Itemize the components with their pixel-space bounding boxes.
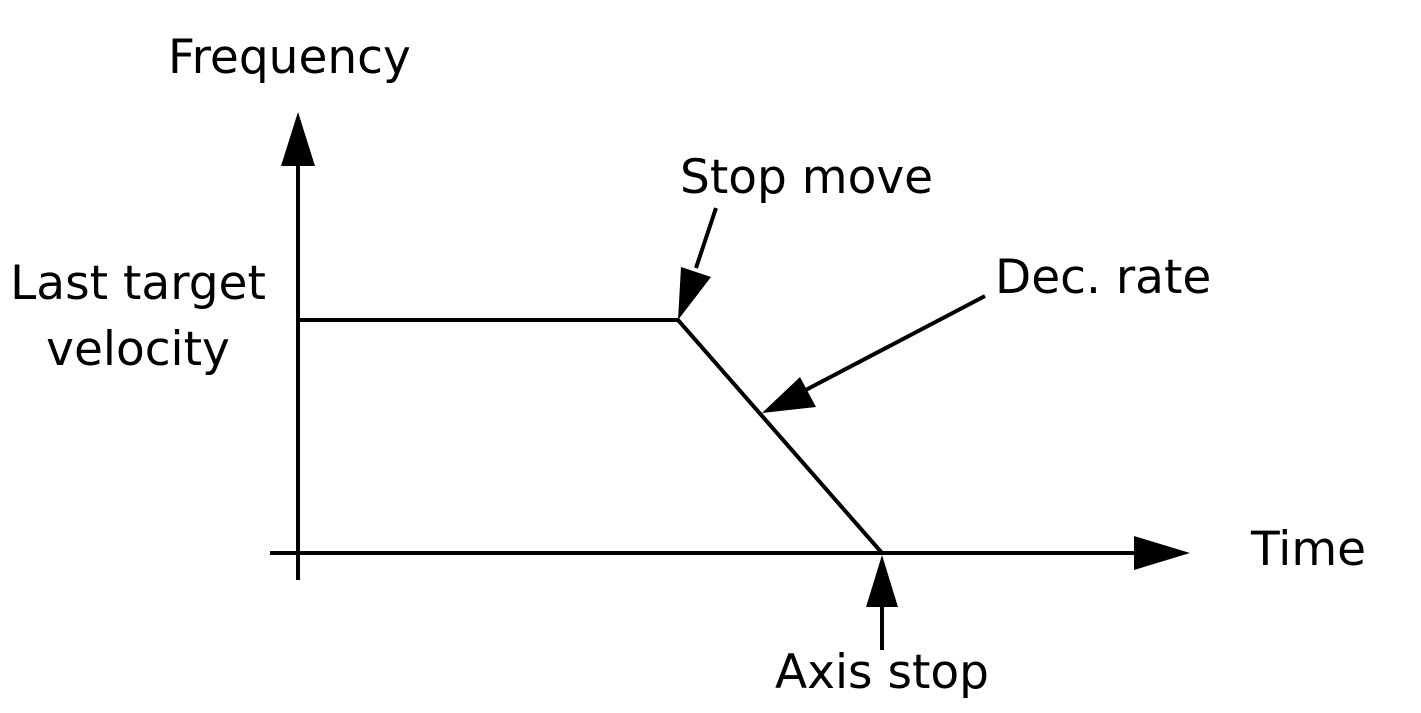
dec-rate-arrowhead <box>762 377 816 413</box>
axis-stop-arrowhead <box>866 555 898 607</box>
y-axis-label: Frequency <box>168 30 411 85</box>
level-label-line1: Last target <box>10 256 266 311</box>
y-axis-arrowhead <box>281 112 315 166</box>
stop-move-label: Stop move <box>680 150 933 205</box>
dec-rate-pointer-line <box>799 294 986 395</box>
stop-move-arrowhead <box>678 267 711 320</box>
dec-rate-label: Dec. rate <box>995 250 1211 305</box>
axis-stop-label: Axis stop <box>775 645 989 700</box>
velocity-profile-line <box>298 318 884 555</box>
stop-move-pointer-line <box>694 207 718 269</box>
x-axis-label: Time <box>1250 522 1366 577</box>
level-label-line2: velocity <box>46 322 230 377</box>
x-axis-arrowhead <box>1134 536 1190 570</box>
